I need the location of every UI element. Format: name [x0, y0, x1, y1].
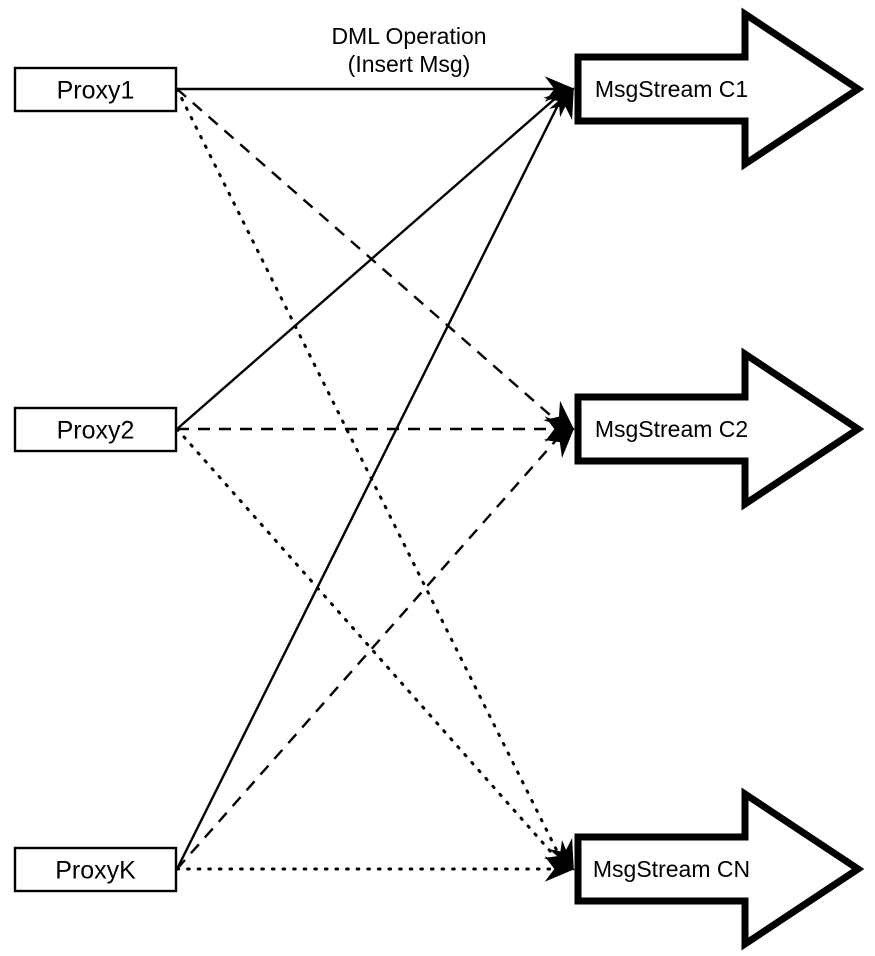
- msgstream-label-c2: MsgStream C2: [595, 416, 748, 442]
- arrowhead-icon-head-proxyk-cn: [544, 856, 575, 882]
- annotation-line-2: (Insert Msg): [348, 51, 471, 77]
- proxy-box-proxy1: [13, 66, 178, 113]
- msgstream-label-cn: MsgStream CN: [593, 856, 750, 882]
- msgstream-cn[interactable]: MsgStream CN: [574, 787, 865, 951]
- connection-line-solid: [175, 88, 568, 870]
- dml-operation-annotation: DML Operation (Insert Msg): [331, 23, 486, 77]
- connection-proxyk-c2[interactable]: [176, 428, 567, 870]
- arrowheads-layer: [543, 76, 575, 882]
- connection-line-dotted: [175, 427, 568, 871]
- proxy-label-proxyk: ProxyK: [55, 857, 136, 885]
- msgstream-arrow-shape-cn: [574, 787, 865, 951]
- connections-layer: [175, 87, 568, 871]
- msgstream-arrow-shape-c2: [574, 347, 865, 511]
- proxy-node-proxyk[interactable]: ProxyK: [13, 846, 178, 893]
- streams-layer: MsgStream C1 MsgStream C2 MsgStream CN: [574, 7, 865, 951]
- connection-proxy2-cn[interactable]: [175, 427, 568, 871]
- proxy-node-proxy1[interactable]: Proxy1: [13, 66, 178, 113]
- msgstream-label-c1: MsgStream C1: [595, 76, 748, 102]
- connection-proxyk-c1[interactable]: [175, 88, 568, 870]
- connection-line-solid: [176, 88, 567, 430]
- proxy-box-proxy2: [13, 406, 178, 453]
- msgstream-c2[interactable]: MsgStream C2: [574, 347, 865, 511]
- proxy-node-proxy2[interactable]: Proxy2: [13, 406, 178, 453]
- connection-proxy2-c1[interactable]: [176, 88, 567, 430]
- proxy-box-proxyk: [13, 846, 178, 893]
- connection-line-dashed: [176, 428, 567, 870]
- proxy-label-proxy1: Proxy1: [57, 77, 135, 105]
- annotation-line-1: DML Operation: [331, 23, 486, 49]
- arrowhead-icon-head-proxyk-c2: [543, 427, 575, 459]
- msgstream-arrow-shape-c1: [574, 7, 865, 171]
- msgstream-c1[interactable]: MsgStream C1: [574, 7, 865, 171]
- arrowhead-icon-head-proxyk-c1: [549, 87, 574, 121]
- proxy-label-proxy2: Proxy2: [57, 417, 135, 445]
